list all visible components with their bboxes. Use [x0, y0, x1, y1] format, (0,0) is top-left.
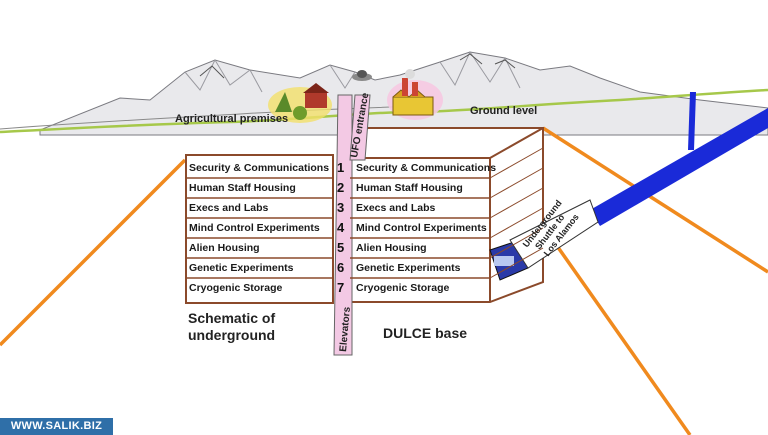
- side-floor-divider: [489, 167, 544, 199]
- factory-illustration: [387, 69, 443, 120]
- right-floor-label: Cryogenic Storage: [356, 282, 450, 294]
- right-floor-label: Genetic Experiments: [356, 262, 461, 274]
- side-floor-divider: [489, 247, 544, 279]
- shuttle-vehicle: [489, 199, 599, 281]
- ufo-illustration: [352, 70, 372, 81]
- agricultural-premises-label: Agricultural premises: [175, 113, 288, 125]
- farm-illustration: [268, 83, 332, 123]
- left-floor-label: Mind Control Experiments: [189, 222, 320, 234]
- left-floor-label: Cryogenic Storage: [189, 282, 283, 294]
- left-floor-label: Alien Housing: [189, 242, 260, 254]
- right-floor-label: Human Staff Housing: [356, 182, 463, 194]
- left-floor-label: Security & Communications: [189, 162, 329, 174]
- floor-number: 4: [337, 220, 345, 235]
- floor-number: 2: [337, 180, 344, 195]
- right-floor-label: Security & Communications: [356, 162, 496, 174]
- side-floor-divider: [489, 187, 544, 219]
- floors-group: Security & Communications Security & Comm…: [186, 147, 544, 295]
- shuttle-tunnel: [590, 92, 768, 226]
- schematic-label-line2: underground: [188, 327, 275, 343]
- side-floor-divider: [489, 207, 544, 239]
- ground-level-label: Ground level: [470, 105, 537, 117]
- dulce-base-label: DULCE base: [383, 325, 467, 341]
- schematic-label-line1: Schematic of: [188, 310, 275, 326]
- elevators-label: Elevators: [338, 306, 353, 352]
- floor-number: 7: [337, 280, 344, 295]
- side-floor-divider: [489, 147, 544, 179]
- floor-number: 1: [337, 160, 344, 175]
- watermark-label: WWW.SALIK.BIZ: [0, 418, 113, 435]
- left-floor-label: Human Staff Housing: [189, 182, 296, 194]
- left-floor-label: Genetic Experiments: [189, 262, 294, 274]
- left-floor-label: Execs and Labs: [189, 202, 269, 214]
- side-floor-divider: [489, 227, 544, 259]
- right-floor-label: Execs and Labs: [356, 202, 436, 214]
- right-building: [349, 127, 544, 303]
- right-floor-label: Alien Housing: [356, 242, 427, 254]
- floor-number: 5: [337, 240, 344, 255]
- floor-number: 6: [337, 260, 344, 275]
- elevator-shaft: [333, 94, 371, 356]
- floor-number: 3: [337, 200, 344, 215]
- right-floor-label: Mind Control Experiments: [356, 222, 487, 234]
